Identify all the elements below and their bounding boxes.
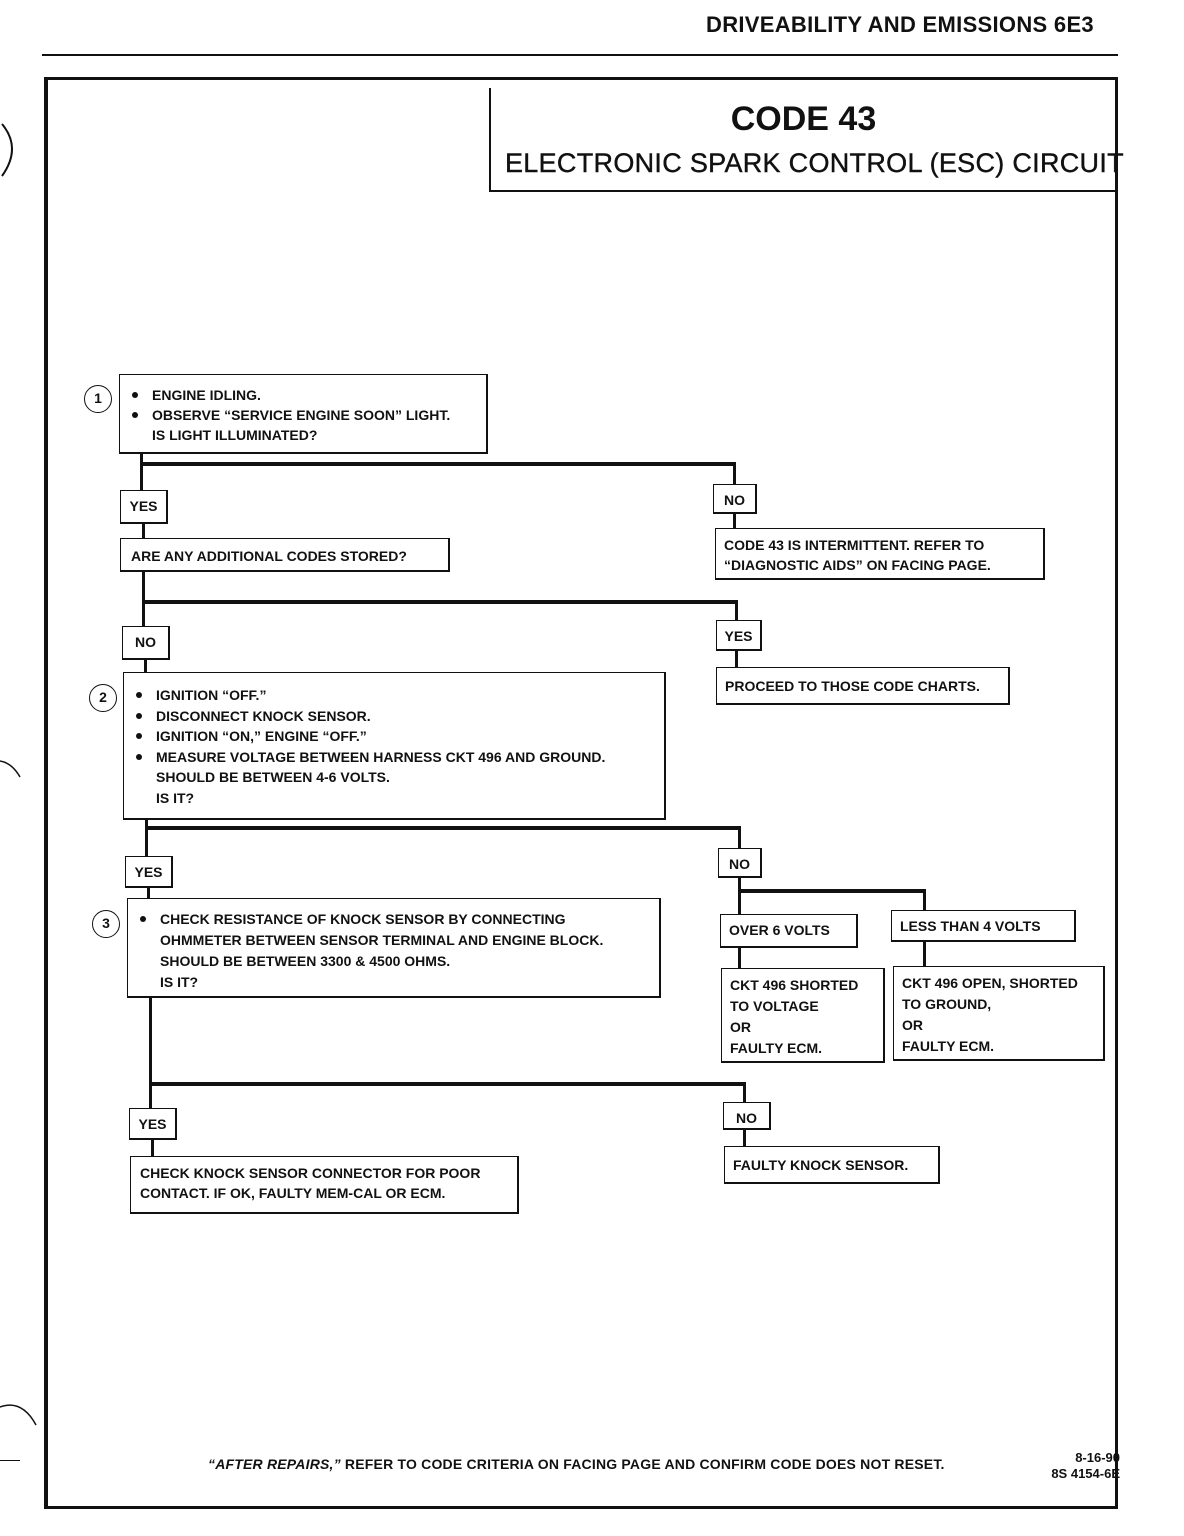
connector-line xyxy=(145,826,741,830)
shorted-to-voltage-box: CKT 496 SHORTED TO VOLTAGE OR FAULTY ECM… xyxy=(721,968,885,1063)
yes-label: YES xyxy=(716,620,762,651)
step-1-box: ENGINE IDLING. OBSERVE “SERVICE ENGINE S… xyxy=(119,374,488,454)
connector-line xyxy=(142,524,145,538)
step-3-line: OHMMETER BETWEEN SENSOR TERMINAL AND ENG… xyxy=(160,932,604,948)
step-2-question: IS IT? xyxy=(156,789,195,806)
no-label: NO xyxy=(723,1102,771,1130)
connector-line xyxy=(140,454,143,490)
connector-line xyxy=(145,820,148,856)
outcome-line: CHECK KNOCK SENSOR CONNECTOR FOR POOR xyxy=(140,1165,481,1181)
connector-line xyxy=(738,826,741,848)
connector-line xyxy=(149,1082,746,1086)
connector-line xyxy=(738,889,926,893)
header-rule xyxy=(42,54,1118,56)
step-2-bullet: DISCONNECT KNOCK SENSOR. xyxy=(132,706,656,727)
less-than-4-volts-label: LESS THAN 4 VOLTS xyxy=(891,910,1076,942)
punch-hole-mark xyxy=(0,1404,37,1426)
no-label: NO xyxy=(718,848,762,878)
connector-line xyxy=(743,1130,746,1148)
title-box xyxy=(489,88,1118,192)
connector-line xyxy=(147,888,150,900)
outcome-line: TO VOLTAGE xyxy=(730,998,819,1014)
connector-line xyxy=(142,572,145,626)
connector-line xyxy=(923,889,926,910)
connector-line xyxy=(149,998,152,1108)
outcome-line: CONTACT. IF OK, FAULTY MEM-CAL OR ECM. xyxy=(140,1185,446,1201)
connector-line xyxy=(735,651,738,667)
yes-label: YES xyxy=(120,490,168,524)
outcome-line: CKT 496 OPEN, SHORTED xyxy=(902,975,1078,991)
section-header: DRIVEABILITY AND EMISSIONS 6E3 xyxy=(706,12,1094,37)
step-3-spec: SHOULD BE BETWEEN 3300 & 4500 OHMS. xyxy=(160,953,451,969)
margin-tick xyxy=(0,1460,20,1461)
open-shorted-ground-box: CKT 496 OPEN, SHORTED TO GROUND, OR FAUL… xyxy=(893,966,1105,1061)
intermittent-box: CODE 43 IS INTERMITTENT. REFER TO “DIAGN… xyxy=(715,528,1045,580)
connector-line xyxy=(738,948,741,968)
intermittent-line: “DIAGNOSTIC AIDS” ON FACING PAGE. xyxy=(724,557,991,573)
no-label: NO xyxy=(713,484,757,514)
yes-label: YES xyxy=(125,856,173,888)
step-3-question: IS IT? xyxy=(160,974,199,990)
after-repairs-emphasis: “AFTER REPAIRS,” xyxy=(208,1456,341,1472)
connector-line xyxy=(142,600,738,604)
yes-label: YES xyxy=(129,1108,177,1140)
outcome-line: CKT 496 SHORTED xyxy=(730,977,859,993)
connector-line xyxy=(923,942,926,966)
connector-line xyxy=(743,1082,746,1102)
step-2-spec: SHOULD BE BETWEEN 4-6 VOLTS. xyxy=(156,769,390,785)
revision-date: 8-16-90 xyxy=(1075,1450,1120,1465)
outcome-line: OR xyxy=(730,1019,751,1035)
proceed-box: PROCEED TO THOSE CODE CHARTS. xyxy=(716,667,1010,705)
outcome-line: TO GROUND, xyxy=(902,996,992,1012)
connector-line xyxy=(735,600,738,620)
connector-line xyxy=(733,462,736,484)
intermittent-line: CODE 43 IS INTERMITTENT. REFER TO xyxy=(724,537,985,553)
connector-line xyxy=(140,462,736,466)
step-1-bullet: OBSERVE “SERVICE ENGINE SOON” LIGHT. xyxy=(128,405,478,425)
document-reference: 8-16-90 8S 4154-6E xyxy=(1040,1450,1120,1482)
outcome-line: FAULTY ECM. xyxy=(902,1038,995,1054)
page-frame xyxy=(44,77,1118,1509)
step-3-box: CHECK RESISTANCE OF KNOCK SENSOR BY CONN… xyxy=(127,898,661,998)
connector-line xyxy=(151,1140,154,1160)
step-number-badge: 2 xyxy=(89,684,117,712)
step-2-bullet: IGNITION “ON,” ENGINE “OFF.” xyxy=(132,726,656,747)
connector-line xyxy=(733,514,736,528)
after-repairs-instruction: REFER TO CODE CRITERIA ON FACING PAGE AN… xyxy=(340,1456,945,1472)
step-2-bullet: MEASURE VOLTAGE BETWEEN HARNESS CKT 496 … xyxy=(132,747,656,768)
faulty-knock-sensor-box: FAULTY KNOCK SENSOR. xyxy=(724,1146,940,1184)
over-6-volts-label: OVER 6 VOLTS xyxy=(720,914,858,948)
outcome-line: FAULTY ECM. xyxy=(730,1040,823,1056)
no-label: NO xyxy=(122,626,170,660)
punch-hole-mark xyxy=(0,760,21,778)
step-1-bullet: ENGINE IDLING. xyxy=(128,385,478,405)
code-title: CODE 43 xyxy=(730,100,877,138)
additional-codes-box: ARE ANY ADDITIONAL CODES STORED? xyxy=(120,538,450,572)
after-repairs-note: “AFTER REPAIRS,” REFER TO CODE CRITERIA … xyxy=(208,1456,945,1472)
step-3-bullet: CHECK RESISTANCE OF KNOCK SENSOR BY CONN… xyxy=(136,909,651,930)
step-2-box: IGNITION “OFF.” DISCONNECT KNOCK SENSOR.… xyxy=(123,672,666,820)
connector-line xyxy=(144,660,147,672)
connector-line xyxy=(738,878,741,914)
outcome-line: OR xyxy=(902,1017,923,1033)
step-2-bullet: IGNITION “OFF.” xyxy=(132,685,656,706)
document-number: 8S 4154-6E xyxy=(1051,1466,1120,1481)
step-number-badge: 1 xyxy=(84,385,112,413)
circuit-title: ELECTRONIC SPARK CONTROL (ESC) CIRCUIT xyxy=(505,148,1124,178)
check-connector-box: CHECK KNOCK SENSOR CONNECTOR FOR POOR CO… xyxy=(130,1156,519,1214)
step-number-badge: 3 xyxy=(92,910,120,938)
punch-hole-mark xyxy=(1,123,13,177)
step-1-question: IS LIGHT ILLUMINATED? xyxy=(152,427,318,443)
